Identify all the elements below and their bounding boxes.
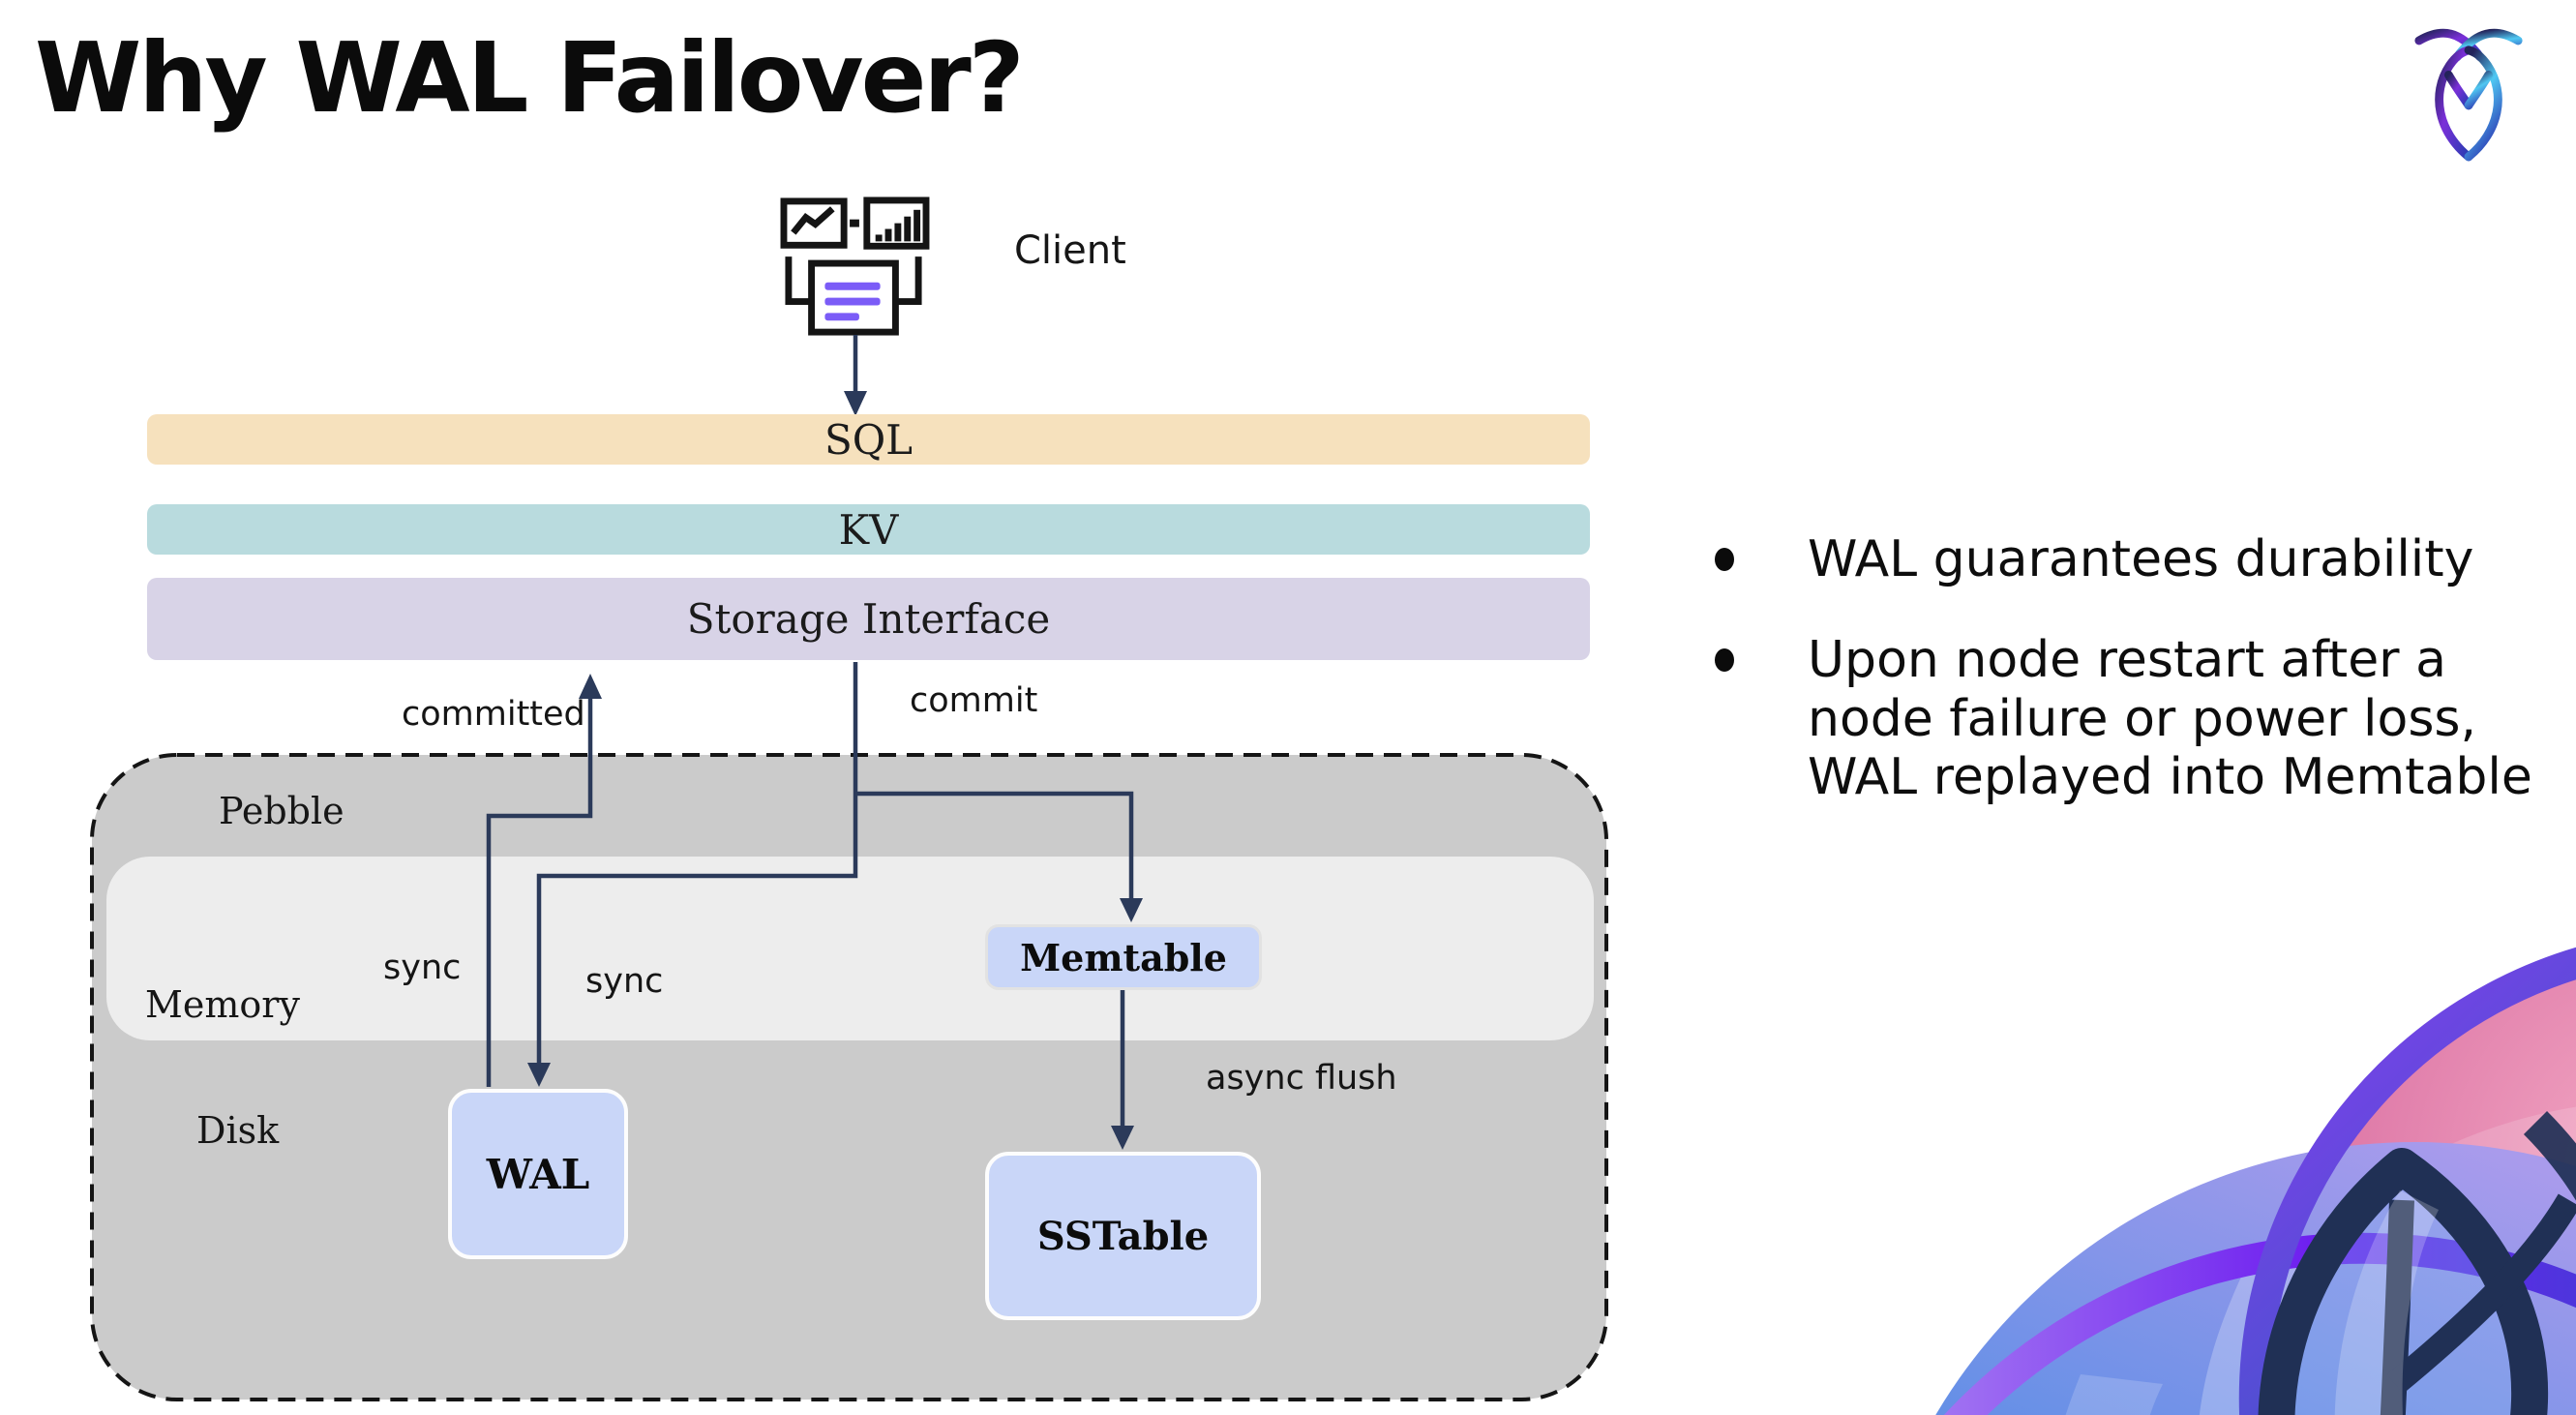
commit-edge-label: commit — [910, 681, 1038, 720]
list-item: Upon node restart after a node failure o… — [1701, 631, 2562, 806]
sstable-box: SSTable — [985, 1152, 1261, 1320]
pebble-label: Pebble — [219, 790, 344, 832]
commit-sync-line — [536, 662, 858, 1066]
document-icon — [808, 259, 899, 336]
arrowhead-down-wal — [527, 1063, 551, 1087]
async-flush-edge-label: async flush — [1206, 1059, 1397, 1098]
sql-label: SQL — [824, 415, 914, 464]
slide-title: Why WAL Failover? — [35, 21, 1025, 135]
memtable-label: Memtable — [1020, 935, 1227, 979]
arrowhead-down-sql — [844, 391, 867, 416]
sync-right-edge-label: sync — [585, 962, 664, 1001]
kv-label: KV — [838, 505, 899, 554]
committed-edge-label: committed — [402, 695, 585, 734]
wal-box: WAL — [448, 1089, 628, 1259]
bracket-left — [785, 256, 810, 305]
bullet-list: WAL guarantees durability Upon node rest… — [1701, 530, 2562, 806]
layer-bar-kv: KV — [147, 504, 1590, 555]
memory-band — [106, 857, 1594, 1040]
bracket-right — [897, 256, 922, 305]
layer-bar-storage-interface: Storage Interface — [147, 578, 1590, 660]
bullet-text: Upon node restart after a node failure o… — [1808, 631, 2532, 806]
commit-memtable-line — [855, 791, 1134, 901]
storage-interface-label: Storage Interface — [686, 595, 1051, 643]
arrowhead-up-committed — [579, 674, 602, 699]
list-item: WAL guarantees durability — [1701, 530, 2562, 588]
arrowhead-down-memtable — [1120, 898, 1143, 922]
bar-chart-icon — [863, 196, 930, 250]
memtable-box: Memtable — [985, 924, 1262, 990]
arrowhead-down-sstable — [1111, 1126, 1134, 1150]
client-dashboard-icon — [780, 196, 930, 336]
bullet-dot-icon — [1715, 548, 1734, 571]
dash-glyph — [850, 219, 859, 227]
layer-bar-sql: SQL — [147, 414, 1590, 465]
memory-label: Memory — [145, 983, 300, 1026]
client-label: Client — [1014, 228, 1126, 273]
bullet-text: WAL guarantees durability — [1808, 530, 2474, 588]
bullet-dot-icon — [1715, 648, 1734, 673]
wal-label: WAL — [486, 1150, 590, 1198]
disk-label: Disk — [196, 1109, 280, 1152]
cockroachdb-roach-icon — [2414, 28, 2523, 162]
line-chart-icon — [780, 197, 848, 249]
sync-left-edge-label: sync — [383, 948, 462, 987]
committed-line — [486, 697, 593, 1087]
sstable-label: SSTable — [1036, 1213, 1210, 1259]
